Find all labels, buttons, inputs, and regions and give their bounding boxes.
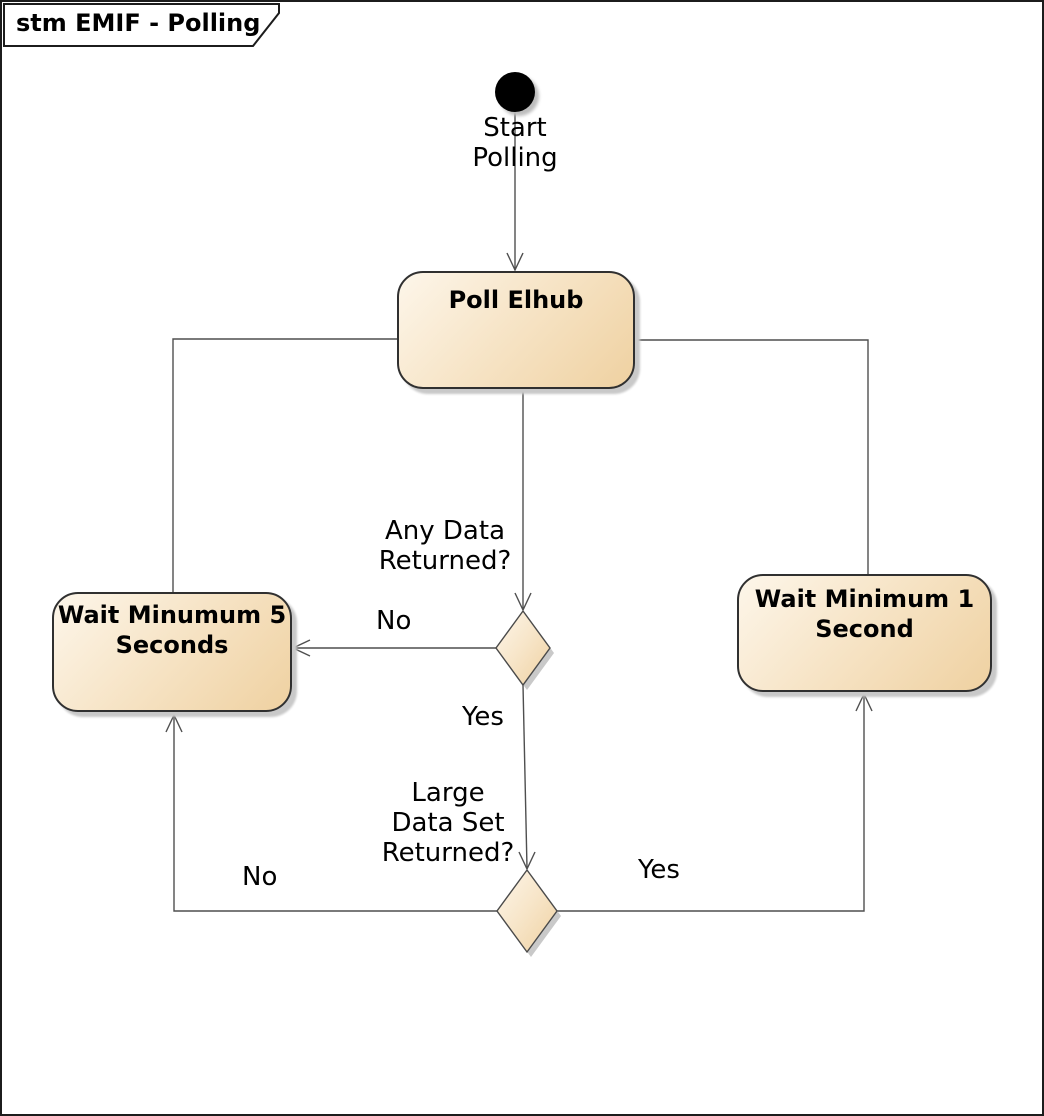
decision-large-data-shadow xyxy=(501,875,561,957)
state-wait-minimum-1-second: Wait Minimum 1 Second xyxy=(737,574,992,692)
decision-large-data-diamond xyxy=(496,868,558,954)
decision-any-data-shadow xyxy=(500,616,554,690)
initial-state-label: Start Polling xyxy=(472,113,558,173)
decision-any-data-question: Any Data Returned? xyxy=(378,516,512,576)
edge-wait1-to-poll xyxy=(633,339,869,574)
diagram-title: stm EMIF - Polling xyxy=(16,9,261,37)
state-poll-elhub-label: Poll Elhub xyxy=(448,286,584,314)
arrowhead-into-wait5-bottom xyxy=(165,713,183,733)
state-poll-elhub: Poll Elhub xyxy=(397,271,635,389)
arrowhead-into-poll-top xyxy=(506,252,524,272)
arrowhead-into-wait1-bottom xyxy=(855,692,873,712)
decision-any-data-diamond xyxy=(495,609,551,687)
state-wait1-label: Wait Minimum 1 Second xyxy=(754,585,975,643)
state-wait5-label: Wait Minumum 5 Seconds xyxy=(57,601,287,659)
edge-label-any-data-yes: Yes xyxy=(462,702,504,732)
edge-label-large-data-yes: Yes xyxy=(638,855,680,885)
arrowhead-into-any-data xyxy=(514,592,532,612)
arrowhead-into-wait5-right xyxy=(291,639,311,657)
decision-large-data-question: Large Data Set Returned? xyxy=(381,778,515,868)
edge-large-data-yes-to-wait1 xyxy=(557,695,865,912)
initial-state-node xyxy=(495,72,535,112)
state-wait-minumum-5-seconds: Wait Minumum 5 Seconds xyxy=(52,592,292,712)
edge-label-any-data-no: No xyxy=(376,606,412,636)
edge-label-large-data-no: No xyxy=(242,862,278,892)
